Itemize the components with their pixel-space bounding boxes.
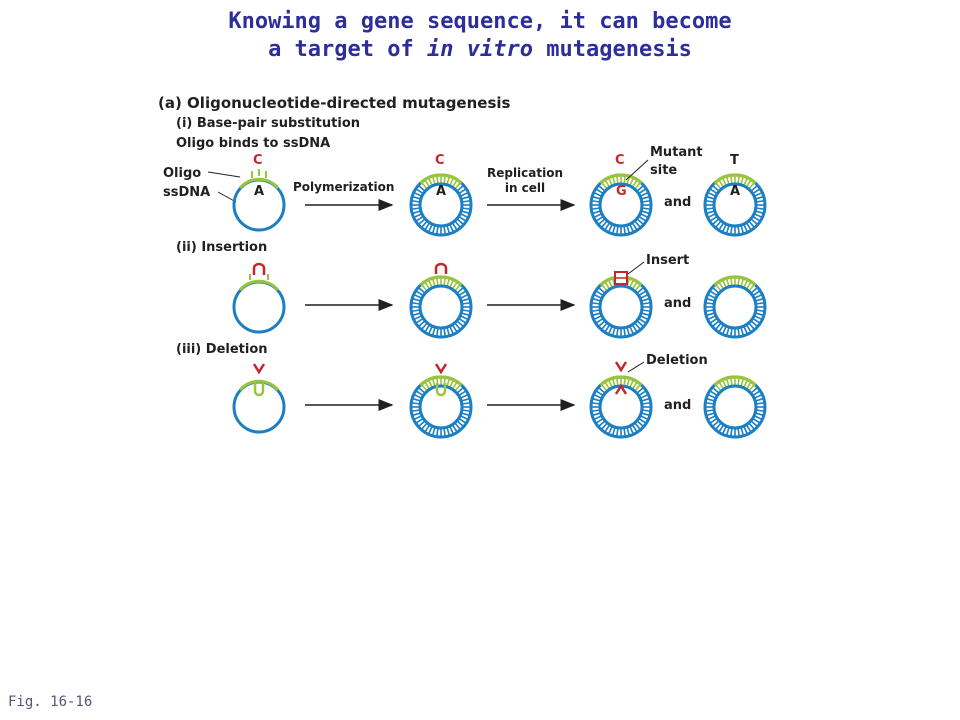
ssdna-circle-row1 [232, 169, 286, 232]
dsdna-circle-mutant [589, 173, 653, 237]
ssdna-circle-row3 [232, 363, 286, 434]
oligo-binds-label: Oligo binds to ssDNA [176, 136, 330, 151]
base-g-mutant: G [616, 184, 627, 199]
replication-label-1: Replication [487, 166, 563, 180]
base-a-wildtype: A [730, 184, 740, 199]
and-row2: and [664, 296, 691, 311]
mutant-label-2: site [650, 163, 677, 178]
base-a-row1-ssdna: A [254, 184, 264, 199]
title-line-2: a target of in vitro mutagenesis [80, 36, 880, 64]
polymerization-label: Polymerization [293, 180, 394, 194]
and-row1: and [664, 195, 691, 210]
deletion-label: Deletion [646, 353, 708, 368]
mutant-label-1: Mutant [650, 145, 703, 160]
base-c-row1-ds: C [435, 153, 445, 168]
title-line-2-end: mutagenesis [532, 37, 692, 62]
insert-pointer [627, 261, 645, 275]
title-italic: in vitro [427, 37, 533, 62]
ssdna-circle-row2 [232, 262, 286, 334]
dsdna-circle-deletion [589, 375, 653, 439]
title-line-2-start: a target of [268, 37, 428, 62]
sub-heading-insertion: (ii) Insertion [176, 240, 267, 255]
replication-label-2: in cell [505, 181, 545, 195]
deletion-mark-row3 [434, 363, 448, 375]
sub-heading-deletion: (iii) Deletion [176, 342, 268, 357]
dsdna-circle-insert [589, 275, 653, 339]
slide-title: Knowing a gene sequence, it can become a… [80, 8, 880, 64]
insert-label: Insert [646, 253, 689, 268]
insert-loop-row2 [434, 262, 448, 274]
base-c-row1-ssdna: C [253, 153, 263, 168]
dsdna-circle-row3-wt [703, 375, 767, 439]
dsdna-circle-row3-a [409, 375, 473, 439]
deletion-mark-top [614, 361, 628, 373]
base-t-wildtype: T [730, 153, 739, 168]
dsdna-circle-row2-wt [703, 275, 767, 339]
oligo-pointer [207, 171, 241, 178]
deletion-loop-row3 [435, 383, 447, 397]
part-heading: (a) Oligonucleotide-directed mutagenesis [158, 94, 511, 112]
base-a-row1-ds: A [436, 184, 446, 199]
oligo-label: Oligo [163, 166, 201, 181]
dsdna-circle-row1-a [409, 173, 473, 237]
and-row3: and [664, 398, 691, 413]
sub-heading-substitution: (i) Base-pair substitution [176, 116, 360, 131]
dsdna-circle-wildtype [703, 173, 767, 237]
dsdna-circle-row2-a [409, 275, 473, 339]
ssdna-label: ssDNA [163, 185, 210, 200]
deletion-mark-bottom [614, 383, 628, 395]
deletion-pointer [627, 361, 645, 373]
title-line-1: Knowing a gene sequence, it can become [228, 9, 732, 34]
figure-label: Fig. 16-16 [8, 694, 93, 710]
base-c-mutant: C [615, 153, 625, 168]
mutant-pointer [625, 159, 649, 181]
